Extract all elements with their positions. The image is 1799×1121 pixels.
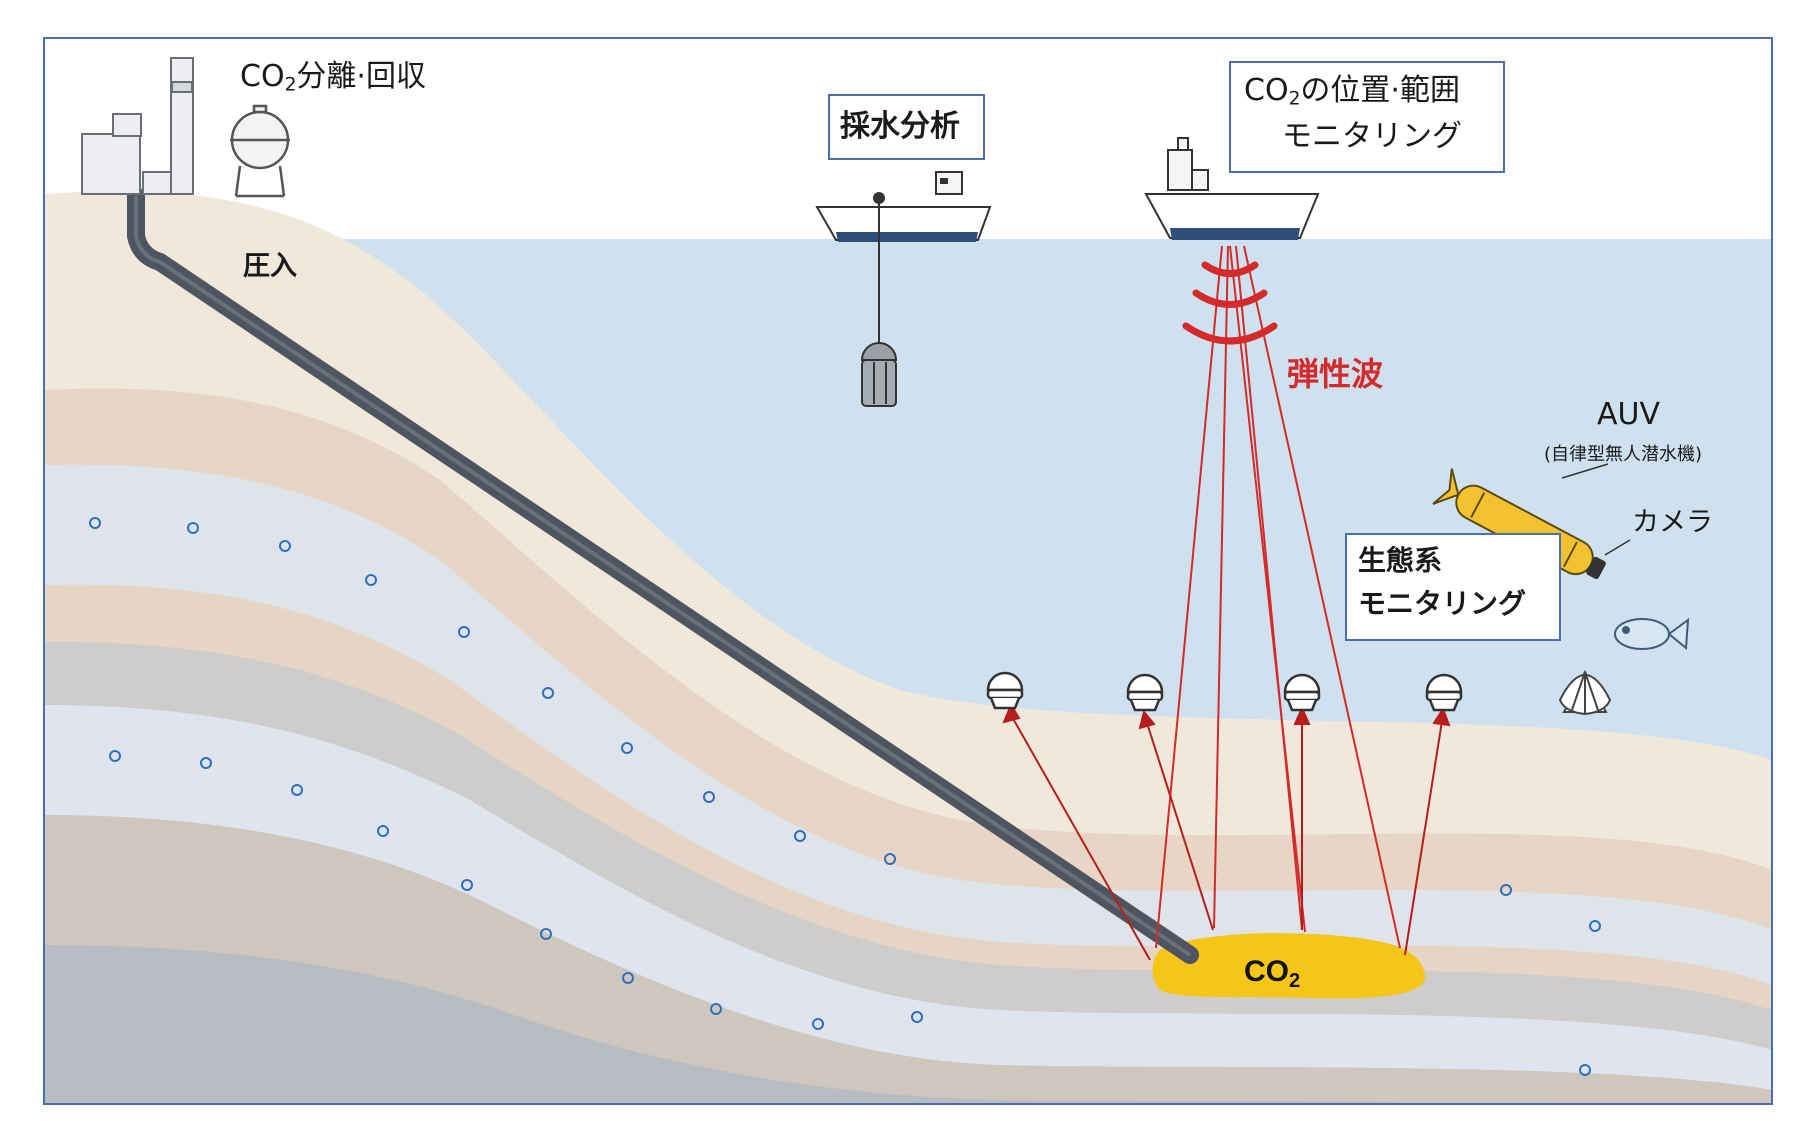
water-sampling-box <box>828 94 985 160</box>
factory-icon <box>81 57 194 195</box>
auv-label: AUV <box>1597 397 1661 432</box>
co2-label: CO2 <box>1244 955 1300 992</box>
gas-tank-icon <box>230 104 290 198</box>
ecosystem-monitoring-box <box>1345 533 1561 641</box>
camera-label: カメラ <box>1632 507 1713 538</box>
auv-sublabel: (自律型無人潜水機) <box>1544 444 1703 465</box>
elastic-wave-arcs <box>1182 261 1278 345</box>
seismic-rays <box>1155 245 1401 949</box>
water-sampler-icon <box>860 342 898 407</box>
aquifer-markers <box>89 517 1601 1076</box>
auv-callout-line <box>1561 463 1609 479</box>
co2-capture-label: CO2分離·回収 <box>240 59 426 96</box>
camera-callout-line <box>1604 539 1631 556</box>
monitoring-ship-icon <box>1144 137 1320 240</box>
ecosystem-label-line2: モニタリング <box>1358 587 1527 620</box>
ecosystem-label-line1: 生態系 <box>1358 544 1443 577</box>
water-sampling-label: 採水分析 <box>840 109 960 144</box>
diagram-frame <box>43 37 1773 1105</box>
reflection-arrows <box>1002 702 1451 961</box>
stratum-8 <box>44 945 1772 1104</box>
position-monitoring-label-line1: CO2の位置·範囲 <box>1244 73 1460 110</box>
seafloor-sensor-icon <box>986 671 1463 712</box>
position-monitoring-box <box>1229 61 1505 173</box>
shell-icon <box>1558 669 1612 716</box>
fish-icon <box>1614 617 1690 651</box>
co2-reservoir <box>1152 933 1426 999</box>
injection-label: 圧入 <box>243 251 297 282</box>
elastic-wave-label: 弾性波 <box>1287 355 1384 393</box>
survey-ship-icon <box>815 171 992 242</box>
position-monitoring-label-line2: モニタリング <box>1282 119 1462 154</box>
